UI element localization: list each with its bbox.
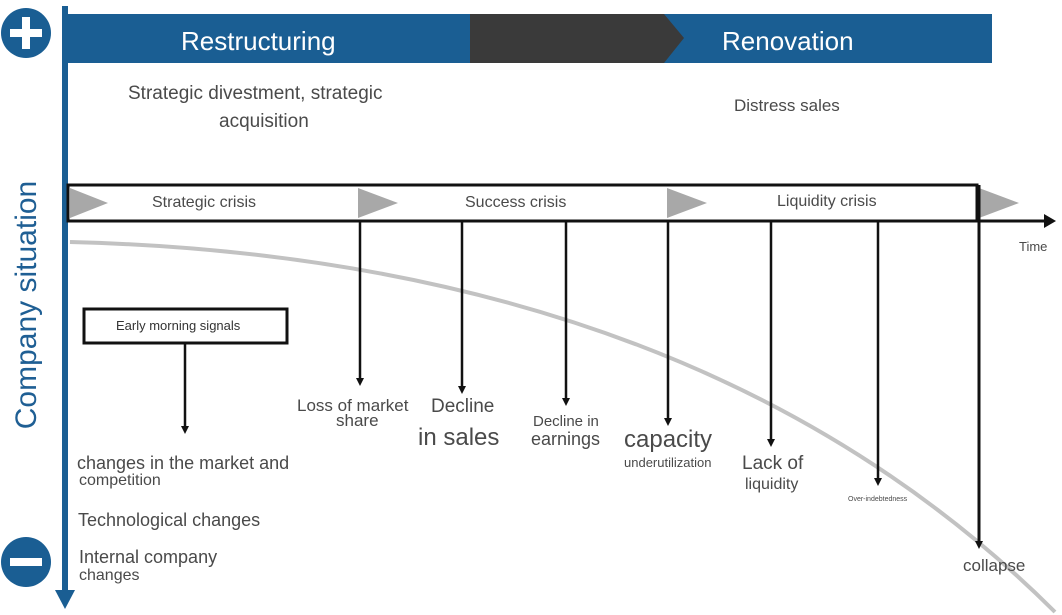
plus-circle-icon xyxy=(1,8,51,58)
market-changes-line2: competition xyxy=(79,472,161,489)
renovation-note: Distress sales xyxy=(734,96,840,115)
liquidity-line1: Lack of xyxy=(742,453,804,474)
early-signals-label: Early morning signals xyxy=(116,318,241,333)
liquidity-crisis-label: Liquidity crisis xyxy=(777,193,877,210)
market-changes-line1: changes in the market and xyxy=(77,453,290,473)
time-axis-arrowhead xyxy=(1044,214,1056,228)
liquidity-line2: liquidity xyxy=(745,476,799,493)
restructuring-label: Restructuring xyxy=(181,26,336,56)
early-signals-box xyxy=(82,307,289,345)
end-triangle xyxy=(979,188,1019,218)
earnings-line1: Decline in xyxy=(533,413,599,430)
capacity-line2: underutilization xyxy=(624,455,712,470)
liquidity-crisis-triangle xyxy=(667,188,707,218)
internal-changes-line2: changes xyxy=(79,567,140,584)
renovation-label: Renovation xyxy=(722,26,854,56)
sales-line2: in sales xyxy=(418,424,500,451)
success-crisis-label: Success crisis xyxy=(465,194,567,211)
banner-transition-arrow xyxy=(470,14,684,63)
time-label: Time xyxy=(1019,239,1048,254)
internal-changes-line1: Internal company xyxy=(79,547,218,567)
earnings-line2: earnings xyxy=(531,429,601,449)
decline-curve xyxy=(69,240,1057,614)
capacity-line1: capacity xyxy=(624,426,713,453)
success-crisis-triangle xyxy=(358,188,398,218)
collapse-label: collapse xyxy=(963,556,1026,575)
sales-line1: Decline xyxy=(431,396,495,417)
indebtedness-label: Over-indebtedness xyxy=(848,496,908,503)
strategic-crisis-label: Strategic crisis xyxy=(152,194,257,211)
technological-changes: Technological changes xyxy=(78,510,261,530)
restructuring-note-line1: Strategic divestment, strategic xyxy=(128,83,383,104)
market-share-line1: Loss of market xyxy=(297,396,409,415)
restructuring-note-line2: acquisition xyxy=(219,111,309,132)
minus-circle-icon xyxy=(1,537,51,587)
strategic-crisis-triangle xyxy=(70,188,108,218)
company-situation-label: Company situation xyxy=(10,180,43,430)
market-share-line2: share xyxy=(336,411,379,430)
situation-axis-arrowhead xyxy=(55,590,75,609)
